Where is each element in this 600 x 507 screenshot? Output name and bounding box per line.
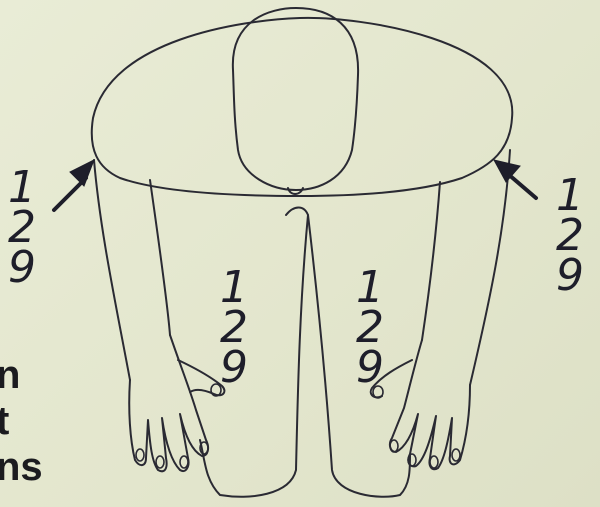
label-number: 9 xyxy=(8,248,36,288)
label-number: 9 xyxy=(220,348,248,388)
head-outline xyxy=(233,8,358,190)
cropped-text-line: t xyxy=(0,398,43,444)
cropped-instruction-text: n t ns xyxy=(0,352,43,490)
left-hand-outline xyxy=(129,335,208,471)
label-left-shoulder: 1 2 9 xyxy=(8,168,36,288)
label-number: 9 xyxy=(356,348,384,388)
label-right-knee: 1 2 9 xyxy=(356,268,384,388)
right-arrow-icon xyxy=(494,160,536,198)
shoulders-outline xyxy=(92,18,513,196)
cropped-text-line: n xyxy=(0,352,43,398)
left-leg-outline xyxy=(200,208,308,497)
label-left-knee: 1 2 9 xyxy=(220,268,248,388)
left-arm-outline xyxy=(94,160,130,380)
label-right-shoulder: 1 2 9 xyxy=(556,176,584,296)
right-arm-outline xyxy=(470,150,510,385)
cropped-text-line: ns xyxy=(0,444,43,490)
label-number: 9 xyxy=(556,256,584,296)
left-arrow-icon xyxy=(54,160,94,210)
